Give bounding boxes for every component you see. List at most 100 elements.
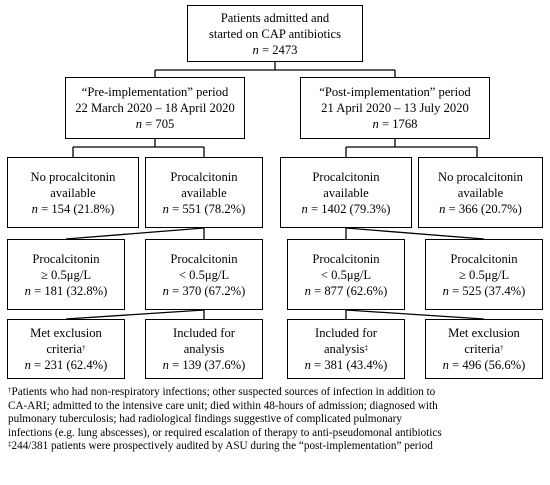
n-symbol: n bbox=[162, 201, 169, 216]
n-symbol: n bbox=[442, 358, 449, 372]
box-post-included-for-analysis: Included for analysis‡ n = 381 (43.4%) bbox=[287, 319, 405, 379]
box-pre-implementation-period: “Pre-implementation” period 22 March 202… bbox=[65, 77, 245, 139]
box-line: Procalcitonin bbox=[170, 169, 238, 184]
box-pre-no-procalcitonin: No procalcitonin available n = 154 (21.8… bbox=[7, 157, 139, 228]
count-value: = 525 (37.4%) bbox=[448, 283, 526, 298]
count-value: = 1402 (79.3%) bbox=[307, 201, 391, 216]
connector-post-pct-to-high bbox=[345, 227, 485, 240]
dagger-footnote-mark: † bbox=[500, 344, 504, 352]
n-symbol: n bbox=[442, 283, 449, 298]
box-pre-included-for-analysis: Included for analysis n = 139 (37.6%) bbox=[145, 319, 263, 379]
count-value: = 1768 bbox=[378, 117, 418, 131]
box-line: Procalcitonin bbox=[32, 251, 100, 266]
footnote-text: 244/381 patients were prospectively audi… bbox=[11, 440, 433, 453]
box-line: ≥ 0.5μg/L bbox=[40, 267, 92, 282]
count-value: = 551 (78.2%) bbox=[168, 201, 246, 216]
box-line: available bbox=[323, 185, 369, 200]
box-count: n = 705 bbox=[136, 116, 175, 132]
connector-pre-pct-to-high bbox=[65, 227, 205, 240]
box-post-no-procalcitonin: No procalcitonin available n = 366 (20.7… bbox=[418, 157, 543, 228]
double-dagger-footnote-mark: ‡ bbox=[8, 440, 12, 449]
count-value: = 2473 bbox=[258, 42, 298, 57]
n-symbol: n bbox=[301, 201, 308, 216]
count-value: = 496 (56.6%) bbox=[448, 358, 526, 372]
box-line: Patients admitted and bbox=[220, 10, 330, 25]
box-line: analysis‡ bbox=[324, 341, 368, 357]
count-value: = 381 (43.4%) bbox=[310, 358, 388, 372]
footnote-audit-line: ‡244/381 patients were prospectively aud… bbox=[8, 440, 546, 454]
n-symbol: n bbox=[304, 283, 311, 298]
box-pre-procalcitonin-low: Procalcitonin < 0.5μg/L n = 370 (67.2%) bbox=[145, 239, 263, 310]
box-count: n = 366 (20.7%) bbox=[439, 201, 522, 217]
box-line: No procalcitonin bbox=[30, 169, 116, 184]
n-symbol: n bbox=[372, 117, 379, 131]
box-line: Met exclusion bbox=[30, 326, 102, 340]
box-line: Procalcitonin bbox=[312, 251, 380, 266]
box-line: available bbox=[181, 185, 227, 200]
box-count: n = 1402 (79.3%) bbox=[302, 201, 391, 217]
box-post-procalcitonin-low: Procalcitonin < 0.5μg/L n = 877 (62.6%) bbox=[287, 239, 405, 310]
count-value: = 231 (62.4%) bbox=[30, 358, 108, 372]
box-line: Included for bbox=[315, 326, 377, 340]
box-line-text: criteria bbox=[464, 342, 501, 356]
box-line: 21 April 2020 – 13 July 2020 bbox=[321, 101, 469, 115]
box-count: n = 231 (62.4%) bbox=[25, 357, 108, 373]
count-value: = 370 (67.2%) bbox=[168, 283, 246, 298]
box-line: criteria† bbox=[464, 341, 503, 357]
box-post-implementation-period: “Post-implementation” period 21 April 20… bbox=[300, 77, 490, 139]
count-value: = 877 (62.6%) bbox=[310, 283, 388, 298]
n-symbol: n bbox=[135, 117, 142, 131]
n-symbol: n bbox=[162, 358, 169, 372]
footnote-text: pulmonary tuberculosis; had radiological… bbox=[8, 413, 402, 426]
box-line: available bbox=[457, 185, 504, 200]
box-line: 22 March 2020 – 18 April 2020 bbox=[75, 101, 235, 115]
box-line: ≥ 0.5μg/L bbox=[458, 267, 510, 282]
box-line: started on CAP antibiotics bbox=[208, 26, 342, 41]
box-line-text: analysis bbox=[323, 342, 365, 356]
box-count: n = 139 (37.6%) bbox=[163, 357, 246, 373]
dagger-footnote-mark: † bbox=[82, 344, 86, 352]
count-value: = 366 (20.7%) bbox=[445, 201, 522, 216]
n-symbol: n bbox=[304, 358, 311, 372]
box-line: No procalcitonin bbox=[438, 169, 523, 184]
footnotes: †Patients who had non-respiratory infect… bbox=[8, 386, 546, 454]
n-symbol: n bbox=[252, 42, 259, 57]
box-line: “Pre-implementation” period bbox=[81, 85, 229, 99]
n-symbol: n bbox=[24, 283, 31, 298]
box-count: n = 181 (32.8%) bbox=[25, 283, 108, 299]
count-value: = 154 (21.8%) bbox=[37, 201, 115, 216]
box-patients-admitted: Patients admitted and started on CAP ant… bbox=[187, 5, 363, 62]
n-symbol: n bbox=[162, 283, 169, 298]
n-symbol: n bbox=[31, 201, 38, 216]
footnote-text: Patients who had non-respiratory infecti… bbox=[11, 386, 436, 398]
n-symbol: n bbox=[439, 201, 446, 216]
n-symbol: n bbox=[24, 358, 31, 372]
box-count: n = 877 (62.6%) bbox=[305, 283, 388, 299]
connector-pre-low-to-excl bbox=[65, 309, 205, 320]
box-pre-met-exclusion: Met exclusion criteria† n = 231 (62.4%) bbox=[7, 319, 125, 379]
box-post-procalcitonin-high: Procalcitonin ≥ 0.5μg/L n = 525 (37.4%) bbox=[425, 239, 543, 310]
box-count: n = 370 (67.2%) bbox=[163, 283, 246, 299]
box-line-text: criteria bbox=[46, 342, 83, 356]
double-dagger-footnote-mark: ‡ bbox=[364, 344, 369, 352]
footnote-exclusion-criteria-line: †Patients who had non-respiratory infect… bbox=[8, 386, 546, 400]
box-line: < 0.5μg/L bbox=[178, 267, 230, 282]
count-value: = 181 (32.8%) bbox=[30, 283, 108, 298]
box-line: analysis bbox=[183, 342, 225, 356]
box-line: Met exclusion bbox=[448, 326, 520, 340]
box-line: < 0.5μg/L bbox=[320, 267, 372, 282]
box-line: available bbox=[50, 185, 96, 200]
box-count: n = 525 (37.4%) bbox=[443, 283, 526, 299]
box-count: n = 551 (78.2%) bbox=[163, 201, 246, 217]
box-count: n = 496 (56.6%) bbox=[443, 357, 526, 373]
box-count: n = 154 (21.8%) bbox=[32, 201, 115, 217]
box-count: n = 1768 bbox=[373, 116, 418, 132]
box-line: Procalcitonin bbox=[450, 251, 518, 266]
count-value: = 705 bbox=[142, 117, 175, 131]
box-pre-procalcitonin-high: Procalcitonin ≥ 0.5μg/L n = 181 (32.8%) bbox=[7, 239, 125, 310]
box-pre-procalcitonin-available: Procalcitonin available n = 551 (78.2%) bbox=[145, 157, 263, 228]
box-line: Procalcitonin bbox=[312, 169, 380, 184]
count-value: = 139 (37.6%) bbox=[168, 358, 246, 372]
box-line: Procalcitonin bbox=[170, 251, 238, 266]
footnote-text: infections (e.g. lung abscesses), or req… bbox=[8, 426, 442, 439]
